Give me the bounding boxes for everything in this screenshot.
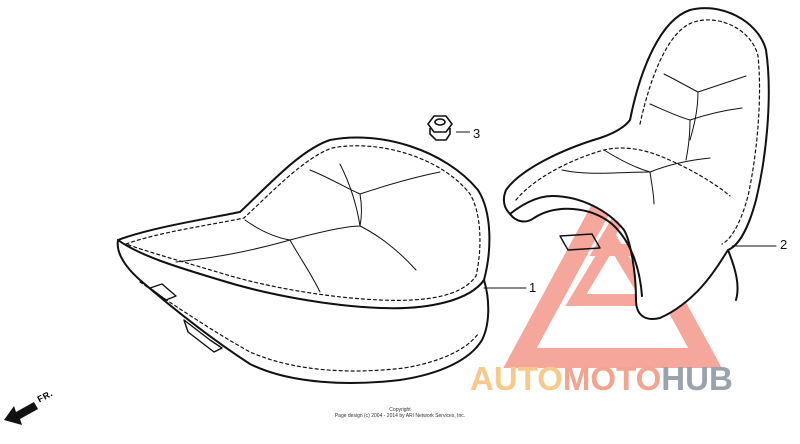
watermark-part-hub: HUB (661, 360, 733, 397)
watermark-logo-text: AUTOMOTOHUB (470, 362, 733, 395)
seat-part-2 (502, 7, 777, 320)
callout-label-2: 2 (780, 237, 788, 252)
watermark-part-auto: AUTO (470, 360, 563, 397)
nut-part-3 (427, 115, 470, 141)
seat-part-1 (116, 136, 527, 384)
copyright-notice: Copyright Page design (c) 2004 - 2014 by… (0, 407, 800, 419)
copyright-line: Copyright (389, 407, 411, 413)
callout-label-1: 1 (529, 280, 537, 295)
callout-label-3: 3 (473, 126, 481, 141)
front-direction-arrow-icon (4, 402, 38, 425)
copyright-line: Page design (c) 2004 - 2014 by ARI Netwo… (334, 413, 466, 419)
watermark-part-moto: MOTO (562, 360, 662, 397)
